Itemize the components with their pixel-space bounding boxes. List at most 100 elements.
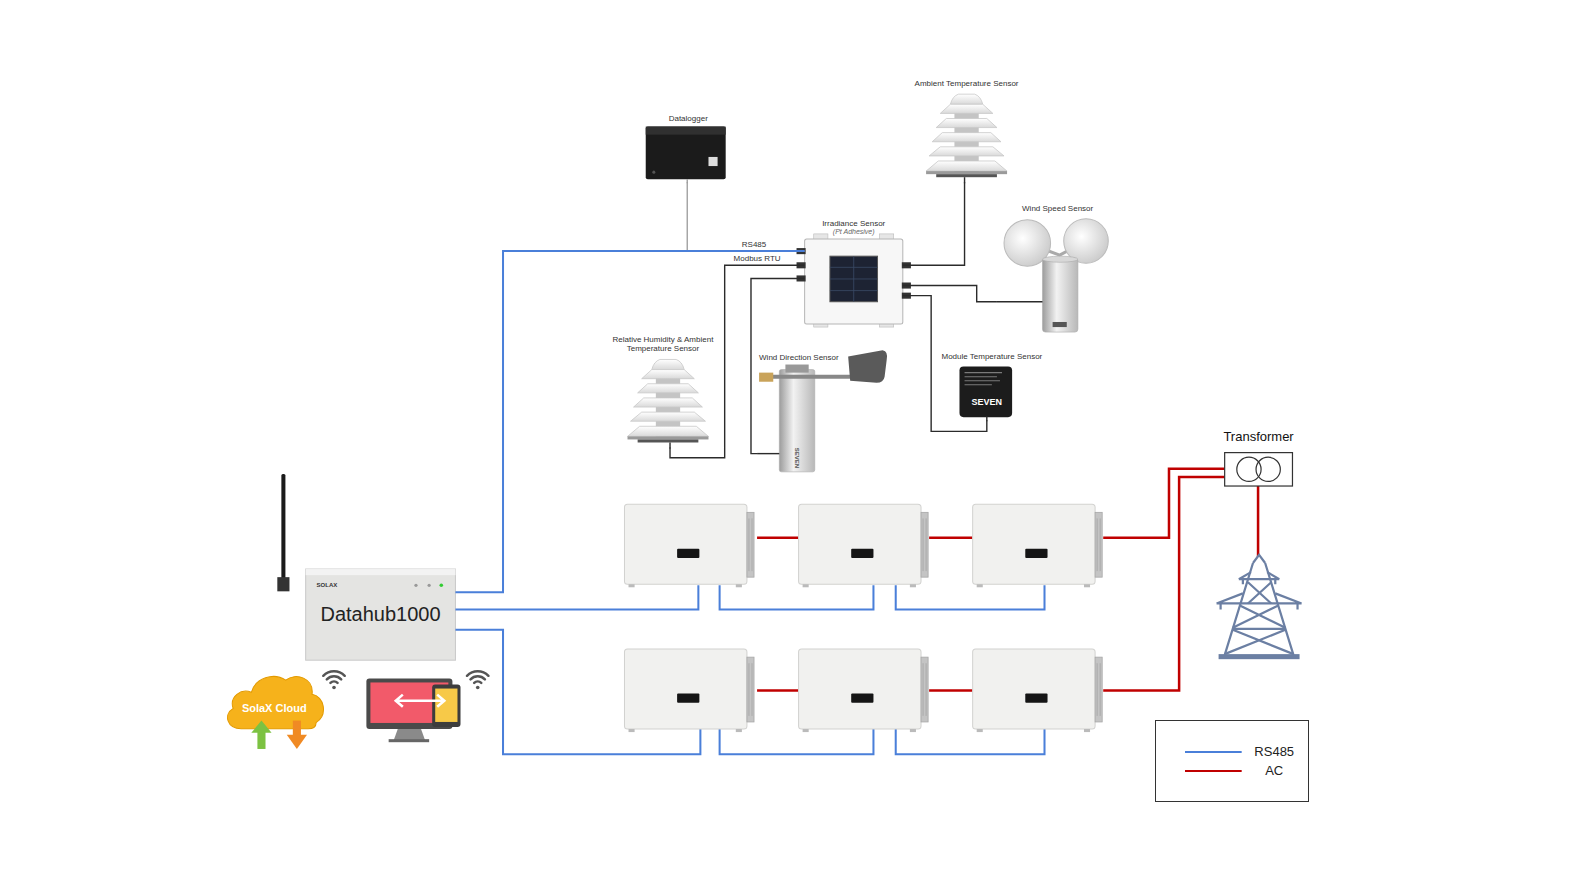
- node-label: Wind Speed Sensor: [1022, 204, 1093, 213]
- legend-sample: [1185, 762, 1242, 780]
- wind-speed-anemometer: [1042, 258, 1077, 332]
- download-arrow: [286, 735, 306, 749]
- wind-direction-vane: [757, 350, 887, 472]
- transmission-tower: [1225, 630, 1294, 654]
- sensor-cable: [751, 278, 805, 453]
- node-label: Ambient Temperature Sensor: [915, 79, 1019, 88]
- datahub-gateway: [306, 569, 456, 660]
- upload-arrow: [257, 732, 265, 749]
- signal-name: RS485: [740, 241, 768, 250]
- humidity-temperature-shield: [628, 359, 709, 448]
- wind-speed-anemometer: [997, 301, 1043, 302]
- monitor-tablet-icon: [389, 739, 429, 742]
- legend-row: RS485: [1156, 743, 1308, 761]
- datahub-gateway: [281, 474, 285, 581]
- node-label: Wind Direction Sensor: [759, 353, 839, 362]
- download-arrow: [292, 721, 300, 736]
- transformer-symbol: [1225, 453, 1293, 486]
- wifi-symbol: [474, 682, 481, 683]
- ac-wiring: [929, 689, 973, 692]
- inverter-unit: [624, 649, 754, 732]
- upload-arrow: [251, 721, 271, 733]
- ac-wiring: [1257, 486, 1260, 557]
- transmission-tower: [1219, 654, 1300, 659]
- datalogger-device: [708, 157, 717, 166]
- transmission-tower: [1253, 555, 1265, 563]
- cloud-shape: SolaX Cloud: [223, 670, 326, 733]
- ambient-temperature-shield: [926, 94, 1007, 183]
- ac-wiring: [757, 536, 798, 539]
- datahub-gateway: [306, 569, 456, 575]
- wind-direction-vane: [848, 350, 887, 382]
- irradiance-sensor-body: [805, 239, 903, 324]
- sensor-node: Module Temperature Sensor: [936, 349, 1047, 420]
- node-label: Irradiance Sensor: [822, 219, 885, 228]
- wind-direction-vane: [779, 370, 814, 472]
- transmission-tower: [1239, 572, 1279, 579]
- wind-speed-anemometer: [1053, 322, 1067, 327]
- inverter-unit: [624, 504, 754, 587]
- module-temperature-probe: [959, 367, 1012, 422]
- wind-speed-anemometer: [997, 219, 1108, 332]
- node-label: Datalogger: [669, 114, 708, 123]
- rs485-wiring: [896, 729, 1045, 754]
- transformer-node: Transformer: [1215, 429, 1303, 488]
- transmission-tower: [1217, 555, 1302, 659]
- sensor-hub-node: Irradiance Sensor(Pt Adhesive): [805, 218, 903, 324]
- rs485-wiring: [455, 585, 698, 609]
- brand-logo: SOLAX: [317, 582, 338, 589]
- datahub-gateway: [414, 584, 417, 587]
- node-label: Relative Humidity & Ambient Temperature …: [609, 335, 716, 353]
- rs485-wiring: [896, 585, 1045, 609]
- legend-box: RS485AC: [1155, 720, 1309, 802]
- inverter-unit: [799, 649, 929, 732]
- rs485-wiring: [455, 585, 1044, 754]
- transformer-symbol: [1225, 453, 1293, 486]
- legend-swatch: [1185, 770, 1242, 772]
- monitor-tablet-icon: [432, 684, 460, 727]
- monitor-tablet-icon: [396, 695, 445, 707]
- legend-label: AC: [1245, 762, 1304, 780]
- transformer-symbol: [1256, 457, 1280, 481]
- node-label: SolaX Cloud: [242, 702, 307, 715]
- wifi-symbol: [467, 671, 488, 675]
- ac-wiring: [929, 536, 973, 539]
- monitor-tablet-icon: [394, 729, 425, 740]
- datalogger-device: [652, 171, 655, 174]
- sensor-cable: [903, 182, 965, 265]
- rs485-wiring: [720, 585, 874, 609]
- monitor-tablet-icon: [366, 678, 460, 742]
- legend-sample: [1185, 743, 1242, 761]
- datalogger-node: Datalogger: [640, 111, 737, 182]
- transmission-tower: [1221, 579, 1298, 609]
- transmission-tower: [1233, 606, 1286, 629]
- sensor-node: Wind Direction Sensor: [757, 349, 891, 474]
- ambient-temperature-shield: [926, 94, 1007, 177]
- rs485-wiring: [720, 729, 874, 754]
- node-sublabel: (Pt Adhesive): [833, 228, 875, 236]
- sensor-cable: [903, 296, 987, 432]
- data-cable: [687, 182, 804, 251]
- sensor-node: Relative Humidity & Ambient Temperature …: [607, 334, 718, 447]
- datahub-gateway: [428, 584, 431, 587]
- datalogger-device: [646, 127, 726, 180]
- wifi-symbol: [330, 682, 337, 683]
- sensor-cable: [903, 286, 997, 302]
- humidity-temperature-shield: [628, 359, 709, 442]
- irradiance-sensor-body: [830, 256, 878, 302]
- inverter-unit: [973, 649, 1103, 732]
- ac-wiring: [1103, 469, 1224, 538]
- node-label: Module Temperature Sensor: [941, 352, 1042, 361]
- wifi-symbol: [323, 671, 344, 675]
- module-temperature-probe: [965, 373, 1002, 385]
- datalogger-device: [646, 127, 726, 184]
- inverter-unit: [973, 504, 1103, 587]
- transmission-tower: [1217, 593, 1302, 603]
- inverter-unit: [799, 504, 929, 587]
- wifi-symbol: [327, 676, 341, 679]
- transmission-tower: [1225, 563, 1294, 655]
- transformer-symbol: [1237, 457, 1261, 481]
